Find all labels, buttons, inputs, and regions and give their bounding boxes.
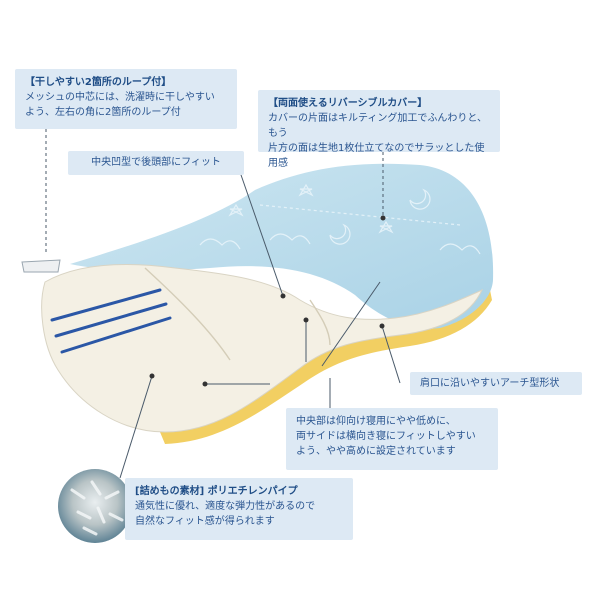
pillow-seam xyxy=(309,299,331,346)
leader-dot xyxy=(380,215,386,221)
filling-callout-line: 自然なフィット感が得られます xyxy=(135,516,275,527)
reversible-callout-line: カバーの片面はキルティング加工でふんわりと、もう xyxy=(268,113,487,139)
hanging-loop xyxy=(21,259,61,273)
center-fit-callout: 中央凹型で後頭部にフィット xyxy=(68,151,244,175)
filling-closeup xyxy=(58,469,132,543)
pillow-seam xyxy=(144,267,231,361)
filling-material-callout: [詰めもの素材] ポリエチレンパイプ 通気性に優れ、適度な弾力性があるので 自然… xyxy=(125,478,353,540)
leader-dot xyxy=(149,373,155,379)
leader-line xyxy=(239,171,284,297)
filling-callout-title: [詰めもの素材] ポリエチレンパイプ xyxy=(135,486,298,497)
reversible-cover-callout: 【両面使えるリバーシブルカバー】 カバーの片面はキルティング加工でふんわりと、も… xyxy=(258,90,500,169)
reversible-callout-title: 【両面使えるリバーシブルカバー】 xyxy=(268,98,428,109)
leader-line xyxy=(381,325,401,384)
label-stripes xyxy=(50,288,172,354)
center-height-line: 両サイドは横向き寝にフィットしやすい xyxy=(296,431,476,442)
leader-dot xyxy=(202,381,208,387)
loop-callout-title: 【干しやすい2箇所のループ付】 xyxy=(25,77,172,88)
pillow-body xyxy=(41,264,484,433)
loop-callout-line: よう、左右の角に2箇所のループ付 xyxy=(25,107,181,118)
leader-dot xyxy=(379,323,385,329)
filling-callout-line: 通気性に優れ、適度な弾力性があるので xyxy=(135,501,316,512)
center-height-line: 中央部は仰向け寝用にやや低めに、 xyxy=(296,416,456,427)
arch-shape-text: 肩口に沿いやすいアーチ型形状 xyxy=(420,378,560,389)
loop-callout-line: メッシュの中芯には、洗濯時に干しやすい xyxy=(25,92,215,103)
leader-dot xyxy=(303,317,309,323)
center-height-line: よう、やや高めに設定されています xyxy=(296,446,456,457)
leader-line xyxy=(321,281,381,367)
leader-dot xyxy=(280,293,286,299)
reversible-cover xyxy=(70,163,494,329)
center-height-callout: 中央部は仰向け寝用にやや低めに、 両サイドは横向き寝にフィットしやすい よう、や… xyxy=(286,408,498,470)
loop-callout: 【干しやすい2箇所のループ付】 メッシュの中芯には、洗濯時に干しやすい よう、左… xyxy=(15,69,237,129)
leader-line xyxy=(119,375,153,479)
cover-pattern xyxy=(199,183,481,255)
reversible-callout-line: 片方の面は生地1枚仕立てなのでサラッとした使用感 xyxy=(268,143,485,169)
center-fit-text: 中央凹型で後頭部にフィット xyxy=(91,157,221,168)
arch-shape-callout: 肩口に沿いやすいアーチ型形状 xyxy=(410,372,582,395)
